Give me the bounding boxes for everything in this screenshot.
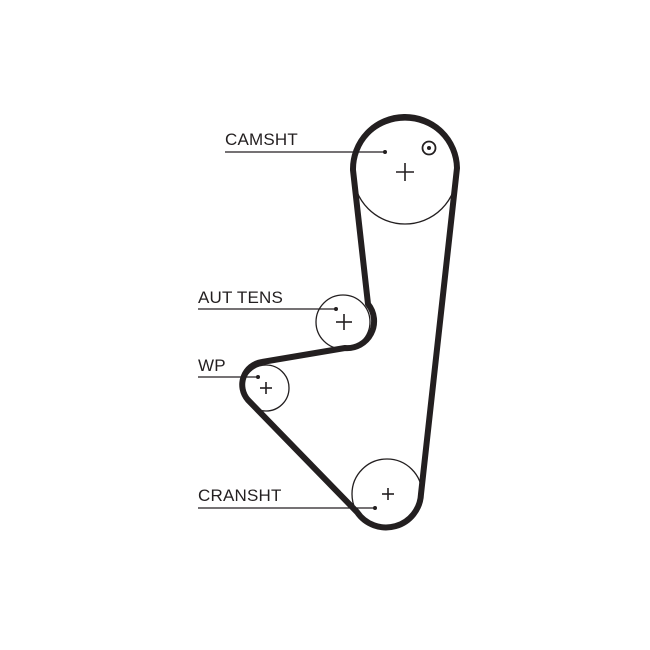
crankshaft-label: CRANSHT bbox=[198, 486, 282, 505]
water-pump-center-mark bbox=[260, 382, 272, 394]
water-pump-label: WP bbox=[198, 356, 226, 375]
camshaft-leader-dot bbox=[383, 150, 387, 154]
crankshaft-center-mark bbox=[382, 488, 394, 500]
camshaft-center-mark bbox=[396, 163, 414, 181]
tensioner-leader-dot bbox=[334, 307, 338, 311]
camshaft-label: CAMSHT bbox=[225, 130, 298, 149]
water-pump-leader-dot bbox=[256, 375, 260, 379]
timing-belt bbox=[239, 114, 460, 531]
crankshaft-leader-dot bbox=[373, 506, 377, 510]
camshaft-timing-mark bbox=[421, 140, 437, 156]
tensioner-center-mark bbox=[336, 314, 352, 330]
tensioner-label: AUT TENS bbox=[198, 288, 284, 307]
